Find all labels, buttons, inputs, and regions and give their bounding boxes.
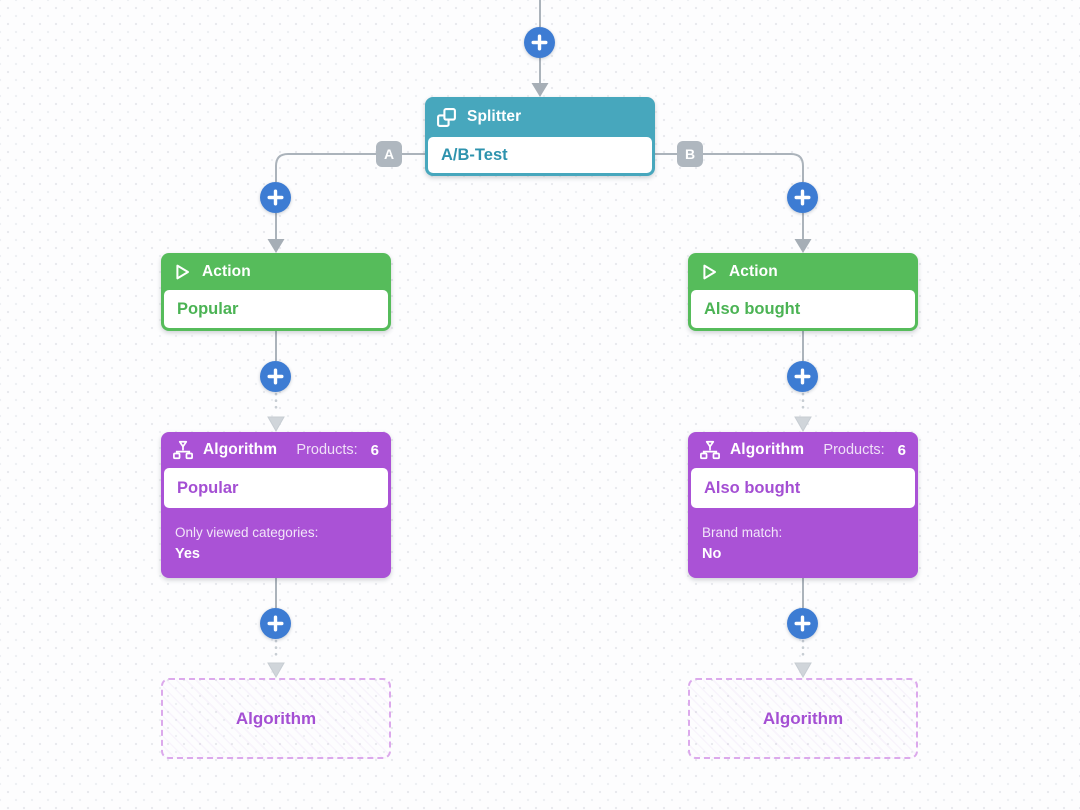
- splitter-node-value: A/B-Test: [428, 137, 652, 173]
- setting-label: Only viewed categories:: [175, 525, 319, 540]
- algorithm-node-right[interactable]: Algorithm Products: 6 Also bought Brand …: [688, 432, 918, 578]
- products-count: 6: [897, 441, 906, 459]
- products-label: Products:: [823, 442, 885, 458]
- plus-icon: [260, 361, 291, 392]
- node-type-label: Action: [202, 262, 251, 280]
- splitter-node[interactable]: Splitter A/B-Test: [425, 97, 655, 176]
- add-node-button-top[interactable]: [524, 27, 555, 58]
- action-node-header: Action: [688, 253, 918, 290]
- plus-icon: [524, 27, 555, 58]
- node-type-label: Algorithm: [203, 441, 278, 458]
- algorithm-placeholder-left[interactable]: Algorithm: [161, 678, 391, 759]
- sitemap-icon: [172, 440, 194, 460]
- plus-icon: [260, 182, 291, 213]
- add-node-button-left-bottom[interactable]: [260, 608, 291, 639]
- products-label: Products:: [296, 442, 358, 458]
- sitemap-icon: [699, 440, 721, 460]
- setting-value: Yes: [175, 546, 200, 562]
- action-node-value: Popular: [164, 290, 388, 328]
- plus-icon: [787, 608, 818, 639]
- algorithm-node-settings: Brand match: No: [688, 511, 918, 562]
- placeholder-label: Algorithm: [235, 708, 317, 728]
- action-node-left[interactable]: Action Popular: [161, 253, 391, 331]
- products-count: 6: [370, 441, 379, 459]
- plus-icon: [260, 608, 291, 639]
- algorithm-node-settings: Only viewed categories: Yes: [161, 511, 391, 562]
- setting-label: Brand match:: [702, 525, 783, 540]
- algorithm-node-left[interactable]: Algorithm Products: 6 Popular Only viewe…: [161, 432, 391, 578]
- plus-icon: [787, 182, 818, 213]
- add-node-button-branch-b[interactable]: [787, 182, 818, 213]
- setting-value: No: [702, 546, 722, 562]
- plus-icon: [787, 361, 818, 392]
- branch-label-a: A: [376, 141, 402, 167]
- placeholder-label: Algorithm: [762, 708, 844, 728]
- add-node-button-right-bottom[interactable]: [787, 608, 818, 639]
- split-squares-icon: [436, 107, 457, 128]
- algorithm-node-header: Algorithm Products: 6: [688, 432, 918, 468]
- algorithm-placeholder-right[interactable]: Algorithm: [688, 678, 918, 759]
- add-node-button-right-mid[interactable]: [787, 361, 818, 392]
- play-icon: [172, 262, 192, 282]
- action-node-value: Also bought: [691, 290, 915, 328]
- algorithm-node-value: Also bought: [691, 468, 915, 508]
- action-node-right[interactable]: Action Also bought: [688, 253, 918, 331]
- node-type-label: Splitter: [467, 108, 522, 125]
- add-node-button-left-mid[interactable]: [260, 361, 291, 392]
- play-icon: [699, 262, 719, 282]
- action-node-header: Action: [161, 253, 391, 290]
- splitter-node-header: Splitter: [425, 97, 655, 137]
- algorithm-node-value: Popular: [164, 468, 388, 508]
- add-node-button-branch-a[interactable]: [260, 182, 291, 213]
- branch-label-b: B: [677, 141, 703, 167]
- node-type-label: Algorithm: [730, 441, 805, 458]
- algorithm-node-header: Algorithm Products: 6: [161, 432, 391, 468]
- node-type-label: Action: [729, 262, 778, 280]
